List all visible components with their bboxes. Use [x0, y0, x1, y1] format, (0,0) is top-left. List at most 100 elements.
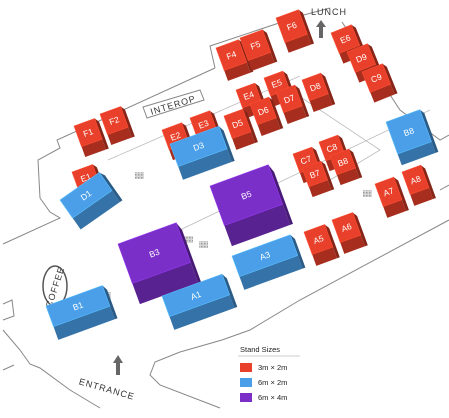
- stand-a1[interactable]: A1: [161, 273, 238, 330]
- stand-top-face: [161, 273, 231, 318]
- stand-label: B7: [308, 167, 321, 180]
- stand-side-face: [419, 109, 439, 153]
- stand-label: D5: [231, 117, 245, 130]
- stand-front-face: [284, 34, 312, 53]
- grate-3: [184, 236, 193, 243]
- grate-6: [363, 190, 372, 197]
- stand-top-face: [329, 148, 357, 176]
- stand-label: D8: [308, 80, 322, 93]
- stand-front-face: [224, 62, 251, 81]
- stand-side-face: [320, 161, 335, 191]
- stand-label: B8: [402, 125, 415, 138]
- stand-c9[interactable]: C9: [361, 63, 398, 103]
- legend-item-small: 3m × 2m: [258, 363, 287, 372]
- stand-side-face: [268, 97, 284, 130]
- stand-front-face: [81, 139, 106, 158]
- stand-side-face: [320, 73, 336, 106]
- stand-side-face: [268, 164, 293, 225]
- stand-f1[interactable]: F1: [73, 117, 109, 158]
- stand-front-face: [72, 190, 120, 230]
- stand-side-face: [294, 85, 310, 118]
- stand-d8[interactable]: D8: [301, 72, 336, 112]
- stand-side-face: [348, 149, 363, 179]
- stand-a7[interactable]: A7: [374, 176, 409, 218]
- stand-front-face: [340, 235, 365, 254]
- stand-b5[interactable]: B5: [209, 164, 293, 247]
- legend-swatch-large: [240, 393, 252, 402]
- stand-front-face: [224, 204, 291, 247]
- stand-top-face: [346, 43, 377, 73]
- legend-title: Stand Sizes: [240, 345, 280, 354]
- stand-label: A5: [312, 233, 325, 246]
- stand-f6[interactable]: F6: [275, 9, 315, 53]
- stand-a6[interactable]: A6: [331, 211, 368, 254]
- stand-b3[interactable]: B3: [117, 222, 201, 305]
- grate-1: [135, 172, 144, 179]
- stand-d6[interactable]: D6: [249, 96, 284, 136]
- stand-top-face: [275, 84, 303, 114]
- stand-label: E5: [270, 77, 283, 90]
- stand-top-face: [223, 108, 252, 139]
- stand-side-face: [290, 234, 306, 269]
- lunch-label: LUNCH: [311, 7, 347, 17]
- stand-front-face: [132, 262, 199, 305]
- stand-d7[interactable]: D7: [275, 84, 310, 124]
- stand-label: E4: [242, 89, 255, 102]
- stand-top-face: [249, 96, 277, 126]
- stand-front-face: [308, 179, 332, 198]
- stand-top-face: [215, 39, 248, 71]
- stand-side-face: [420, 165, 436, 199]
- stand-f5[interactable]: F5: [239, 29, 278, 71]
- stand-b7[interactable]: B7: [301, 160, 335, 198]
- stand-b1[interactable]: B1: [45, 284, 118, 340]
- legend-item-large: 6m × 4m: [258, 393, 287, 402]
- legend-swatch-medium: [240, 378, 252, 387]
- stand-top-face: [385, 109, 432, 155]
- stand-a5[interactable]: A5: [303, 223, 340, 266]
- stand-side-face: [176, 222, 201, 283]
- stand-top-face: [209, 164, 284, 226]
- legend-swatch-small: [240, 363, 252, 372]
- stand-b8[interactable]: B8: [385, 109, 439, 166]
- stand-top-face: [99, 106, 129, 136]
- stand-label: B8: [336, 155, 349, 168]
- stand-label: E2: [169, 130, 182, 143]
- stand-top-face: [169, 125, 228, 167]
- stand-front-face: [257, 117, 281, 136]
- stand-d3[interactable]: D3: [169, 125, 235, 180]
- stand-top-face: [231, 234, 299, 278]
- entrance-label: ENTRANCE: [78, 376, 136, 401]
- stand-side-face: [218, 126, 235, 162]
- stand-top-face: [301, 72, 329, 102]
- stand-top-face: [59, 172, 113, 219]
- stand-side-face: [298, 9, 315, 45]
- stand-label: D9: [354, 51, 368, 64]
- stand-top-face: [275, 9, 308, 43]
- stand-b8[interactable]: B8: [329, 148, 363, 186]
- legend: Stand Sizes 3m × 2m 6m × 2m 6m × 4m: [238, 345, 300, 402]
- stand-top-face: [239, 29, 272, 61]
- stand-front-face: [370, 84, 395, 103]
- stand-label: A1: [189, 289, 202, 302]
- stand-a8[interactable]: A8: [401, 164, 436, 206]
- stand-a3[interactable]: A3: [231, 234, 306, 290]
- stand-d1[interactable]: D1: [59, 171, 123, 230]
- stand-front-face: [239, 255, 303, 290]
- grate-4: [199, 241, 208, 248]
- stand-side-face: [324, 224, 340, 259]
- stand-d5[interactable]: D5: [223, 108, 258, 150]
- stand-side-face: [242, 109, 258, 143]
- stand-f2[interactable]: F2: [99, 105, 135, 146]
- stand-top-face: [361, 63, 392, 93]
- stand-front-face: [107, 127, 132, 146]
- stand-top-face: [301, 160, 329, 188]
- stand-label: F6: [285, 20, 298, 33]
- stand-label: C8: [325, 141, 339, 154]
- stand-top-face: [73, 118, 103, 148]
- stand-label: E6: [339, 32, 353, 45]
- stand-label: C9: [369, 71, 383, 84]
- stand-top-face: [303, 224, 334, 255]
